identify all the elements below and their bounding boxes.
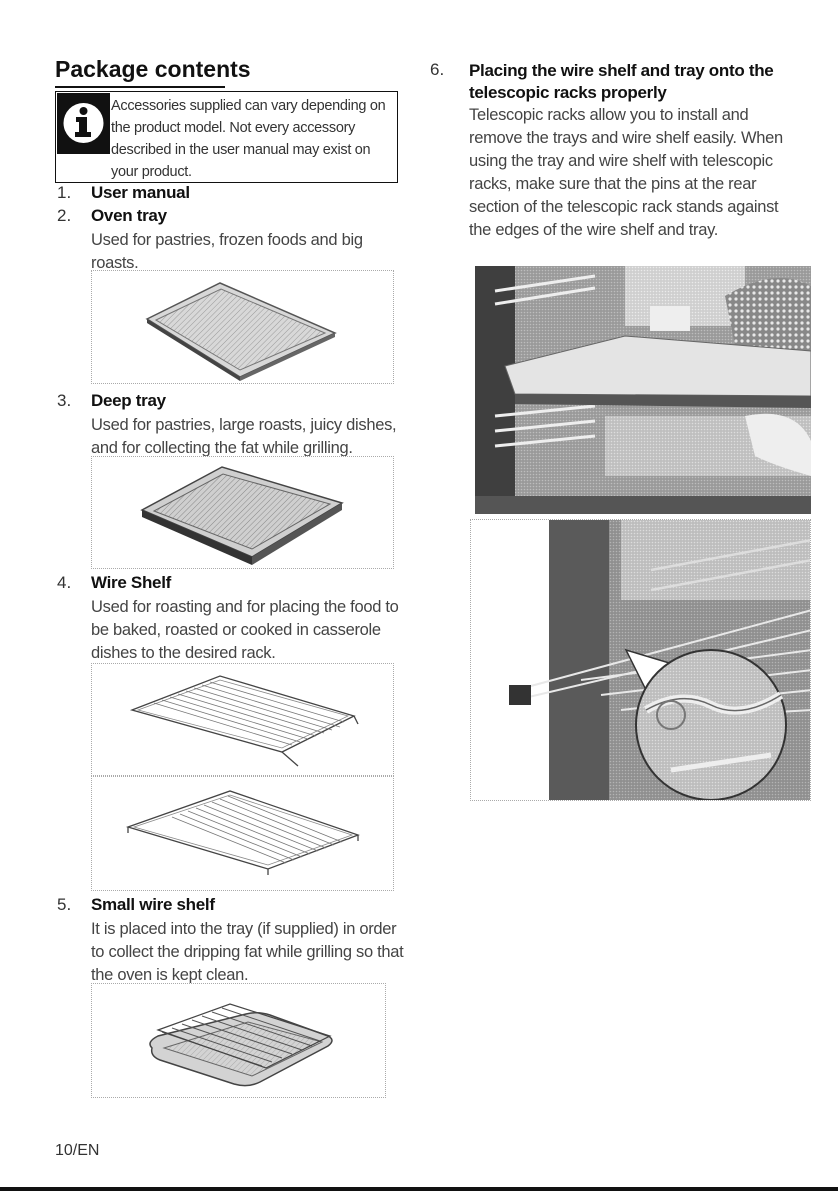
item-desc-small-wire-shelf: It is placed into the tray (if supplied)… [91, 920, 404, 984]
item-title-oven-tray: Oven tray [91, 206, 167, 225]
item-desc-oven-tray: Used for pastries, frozen foods and big … [91, 231, 363, 272]
telescopic-rack-tray-photo [475, 266, 811, 514]
item-desc-deep-tray: Used for pastries, large roasts, juicy d… [91, 416, 397, 457]
step-desc: Telescopic racks allow you to install an… [469, 106, 783, 239]
small-wire-shelf-image [91, 983, 386, 1098]
title-underline [55, 86, 225, 88]
item-desc-wire-shelf: Used for roasting and for placing the fo… [91, 598, 399, 662]
step-title: Placing the wire shelf and tray onto the… [469, 61, 774, 102]
notice-box: Accessories supplied can vary depending … [55, 91, 398, 183]
bottom-border [0, 1187, 838, 1191]
deep-tray-image [91, 456, 394, 569]
item-number: 1. [57, 183, 72, 202]
item-title-wire-shelf: Wire Shelf [91, 573, 171, 592]
step-number: 6. [430, 60, 445, 79]
item-title-user-manual: User manual [91, 183, 190, 202]
section-title: Package contents [55, 56, 251, 82]
oven-tray-image [91, 270, 394, 384]
item-title-deep-tray: Deep tray [91, 391, 166, 410]
notice-text: Accessories supplied can vary depending … [111, 98, 386, 180]
item-number: 4. [57, 573, 72, 592]
wire-shelf-image-1 [91, 663, 394, 776]
wire-shelf-image-2 [91, 776, 394, 891]
telescopic-rack-wire-shelf-photo [470, 519, 811, 801]
page-number: 10/EN [55, 1142, 100, 1159]
item-title-small-wire-shelf: Small wire shelf [91, 895, 215, 914]
item-number: 2. [57, 206, 72, 225]
item-number: 3. [57, 391, 72, 410]
item-number: 5. [57, 895, 72, 914]
info-icon [57, 93, 110, 154]
